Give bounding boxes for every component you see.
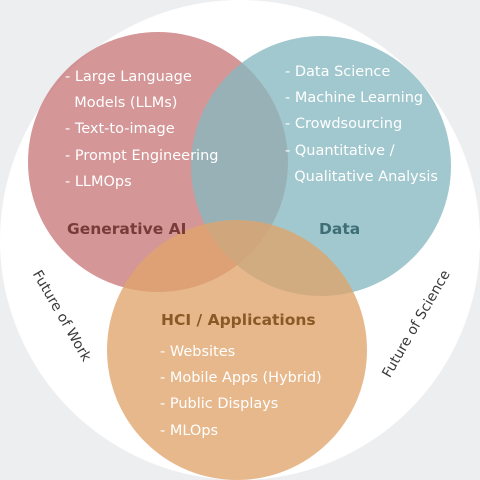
- hci-applications-item: - Public Displays: [160, 396, 278, 412]
- generative-ai-item: - LLMOps: [65, 174, 132, 190]
- hci-applications-item: - Mobile Apps (Hybrid): [160, 370, 322, 386]
- generative-ai-item: - Text-to-image: [65, 121, 175, 137]
- generative-ai-item: Models (LLMs): [65, 95, 177, 111]
- generative-ai-item: - Large Language: [65, 69, 192, 85]
- data-item: - Crowdsourcing: [285, 116, 402, 132]
- data-item: Qualitative Analysis: [285, 169, 438, 185]
- generative-ai-items: - Large Language Models (LLMs) - Text-to…: [65, 69, 218, 190]
- data-item: - Quantitative /: [285, 143, 395, 159]
- generative-ai-heading: Generative AI: [67, 220, 186, 238]
- hci-applications-circle: [107, 220, 367, 480]
- data-item: - Data Science: [285, 64, 390, 80]
- data-heading: Data: [319, 220, 360, 238]
- generative-ai-item: - Prompt Engineering: [65, 148, 218, 164]
- hci-applications-items: - Websites - Mobile Apps (Hybrid) - Publ…: [160, 344, 322, 439]
- data-items: - Data Science - Machine Learning - Crow…: [285, 64, 438, 185]
- hci-applications-item: - MLOps: [160, 423, 218, 439]
- hci-applications-item: - Websites: [160, 344, 235, 360]
- data-item: - Machine Learning: [285, 90, 423, 106]
- hci-applications-heading: HCI / Applications: [161, 311, 316, 329]
